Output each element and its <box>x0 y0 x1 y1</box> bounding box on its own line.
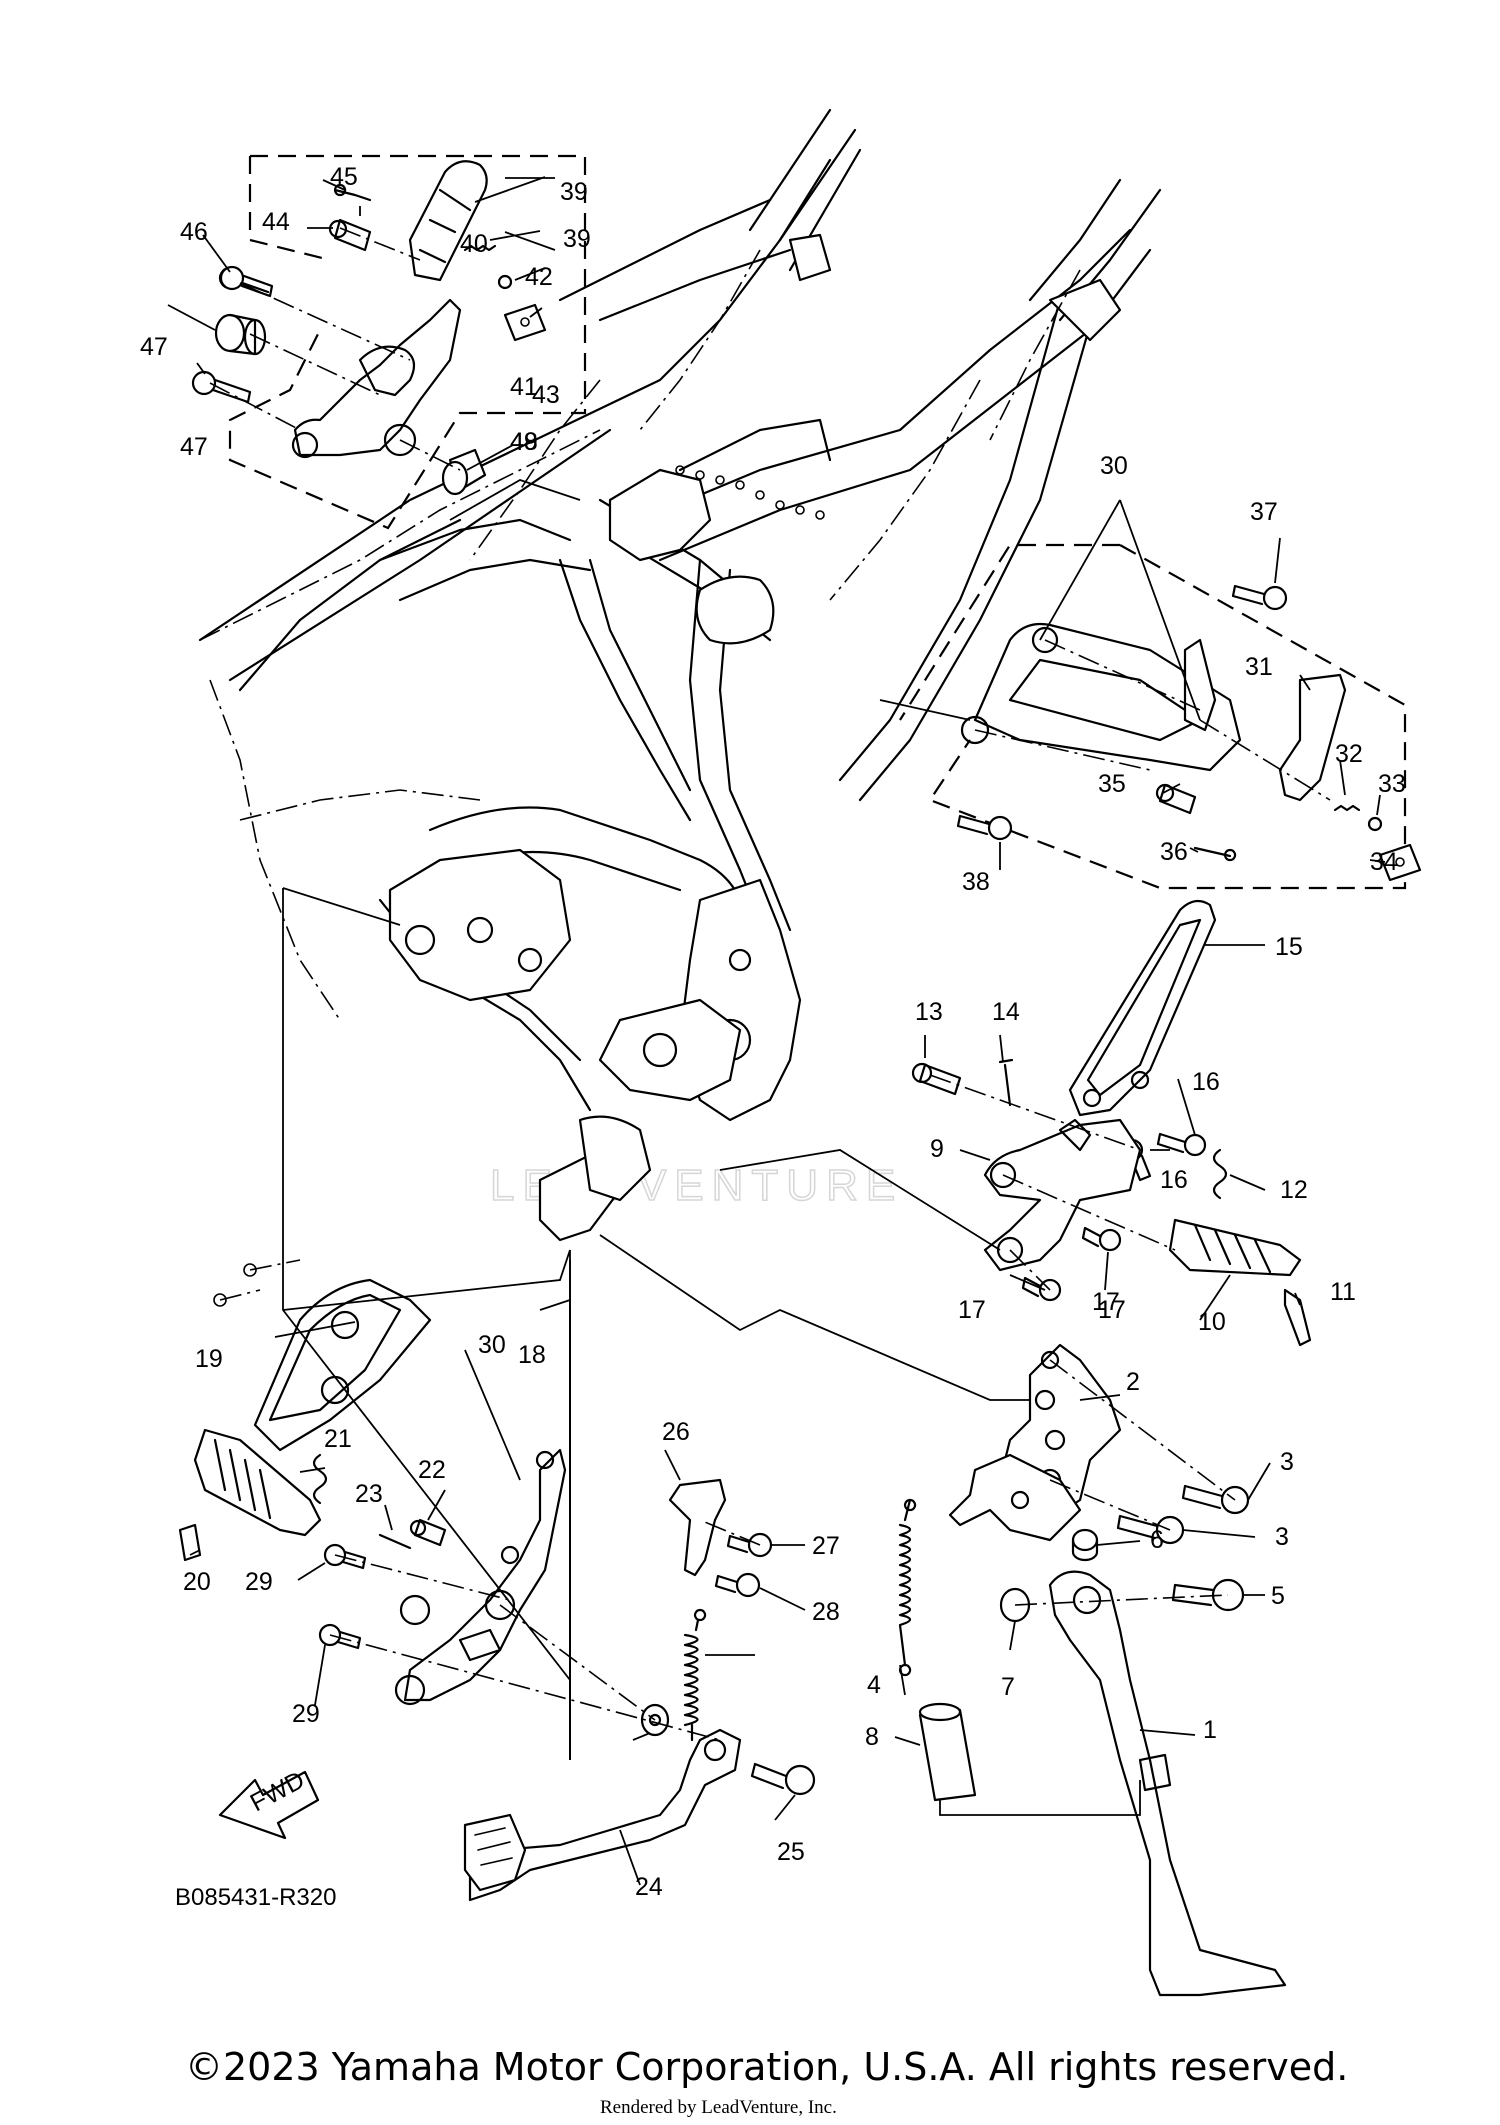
connector-lines <box>282 479 1030 1760</box>
callout-39: 39 <box>563 225 591 253</box>
rendered-by-note: Rendered by LeadVenture, Inc. <box>600 2097 837 2118</box>
callout-16: 16 <box>1160 1166 1188 1194</box>
callout-40: 40 <box>460 230 488 258</box>
callout-32: 32 <box>1335 740 1363 768</box>
callout-49: 49 <box>510 428 538 456</box>
front-right-footrest-assembly <box>911 899 1312 1347</box>
callout-17: 17 <box>958 1296 986 1324</box>
callout-39: 39 <box>560 178 588 206</box>
callout-12: 12 <box>1280 1176 1308 1204</box>
rear-left-footrest-assembly <box>191 154 587 530</box>
callout-16: 16 <box>1192 1068 1220 1096</box>
callout-28: 28 <box>812 1598 840 1626</box>
callout-23: 23 <box>355 1480 383 1508</box>
callout-17: 17 <box>1092 1288 1120 1316</box>
callout-30: 30 <box>478 1331 506 1359</box>
callout-labels <box>167 176 1386 1886</box>
callout-17: 17 <box>1098 1296 1126 1324</box>
callout-44: 44 <box>262 208 290 236</box>
callout-31: 31 <box>1245 653 1273 681</box>
callout-2: 2 <box>1126 1368 1140 1396</box>
callout-37: 37 <box>1250 498 1278 526</box>
callout-22: 22 <box>418 1456 446 1484</box>
callout-13: 13 <box>915 998 943 1026</box>
callout-27: 27 <box>812 1532 840 1560</box>
callout-21: 21 <box>324 1425 352 1453</box>
callout-29: 29 <box>292 1700 320 1728</box>
forward-arrow: FWD <box>218 1766 320 1840</box>
callout-48: 48 <box>510 428 538 456</box>
callout-6: 6 <box>1150 1526 1164 1554</box>
callout-5: 5 <box>1271 1582 1285 1610</box>
callout-8: 8 <box>865 1723 879 1751</box>
callout-1: 1 <box>1203 1716 1217 1744</box>
callout-41: 41 <box>510 373 538 401</box>
callout-30: 30 <box>1100 452 1128 480</box>
callout-4: 4 <box>867 1671 881 1699</box>
callout-46: 46 <box>180 218 208 246</box>
callout-38: 38 <box>962 868 990 896</box>
callout-47: 47 <box>180 433 208 461</box>
frame <box>198 108 1162 1242</box>
callout-3: 3 <box>1280 1448 1294 1476</box>
callout-24: 24 <box>635 1873 663 1901</box>
sidestand-assembly <box>898 1343 1287 1997</box>
copyright-notice: ©2023 Yamaha Motor Corporation, U.S.A. A… <box>185 2045 1348 2089</box>
drawing-code: B085431-R320 <box>175 1884 336 1911</box>
callout-35: 35 <box>1098 770 1126 798</box>
callout-3: 3 <box>1275 1523 1289 1551</box>
callout-33: 33 <box>1378 770 1406 798</box>
callout-20: 20 <box>183 1568 211 1596</box>
callout-34: 34 <box>1370 848 1398 876</box>
callout-42: 42 <box>525 263 553 291</box>
callout-29: 29 <box>245 1568 273 1596</box>
callout-15: 15 <box>1275 933 1303 961</box>
callout-18: 18 <box>518 1341 546 1369</box>
callout-11: 11 <box>1330 1278 1356 1306</box>
callout-10: 10 <box>1198 1308 1226 1336</box>
callout-9: 9 <box>930 1135 944 1163</box>
front-left-footrest-assembly <box>178 1259 816 1902</box>
callout-25: 25 <box>777 1838 805 1866</box>
callout-47: 47 <box>140 333 168 361</box>
callout-36: 36 <box>1160 838 1188 866</box>
callout-45: 45 <box>330 163 358 191</box>
callout-43: 43 <box>532 381 560 409</box>
rear-right-footrest-assembly <box>899 543 1422 890</box>
callout-26: 26 <box>662 1418 690 1446</box>
callout-19: 19 <box>195 1345 223 1373</box>
callout-14: 14 <box>992 998 1020 1026</box>
callout-7: 7 <box>1001 1673 1015 1701</box>
